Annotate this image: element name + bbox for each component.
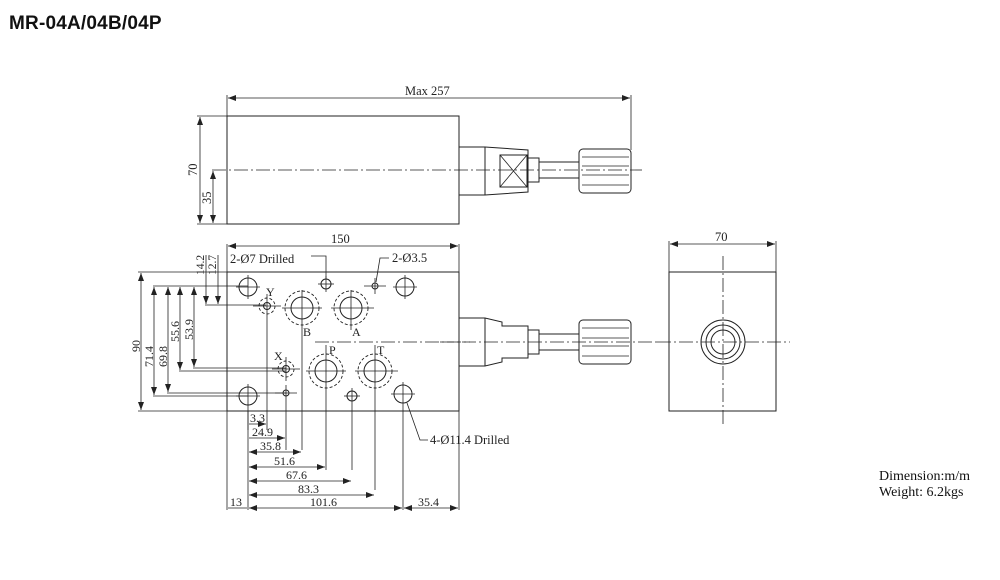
mounting-hole <box>391 382 415 510</box>
dim-14-2-label: 14.2 <box>195 255 207 275</box>
hole-3-5-label: 2-Ø3.5 <box>392 251 427 265</box>
locknut-cross <box>499 154 528 188</box>
pin-hole <box>344 388 360 470</box>
dowel-hole <box>364 278 386 294</box>
drawing-info: Dimension:m/m Weight: 6.2kgs <box>879 469 970 501</box>
drilled-7-label: 2-Ø7 Drilled <box>230 252 295 266</box>
dim-24-9-label: 24.9 <box>252 425 273 439</box>
adjuster-collar <box>527 157 540 183</box>
side-view: 70 <box>657 230 790 424</box>
dim-55-6-label: 55.6 <box>168 321 182 342</box>
port-x <box>272 357 300 381</box>
port-b <box>282 290 322 450</box>
side-width-label: 70 <box>715 230 728 244</box>
width-label: 150 <box>331 232 350 246</box>
dimension-unit: Dimension:m/m <box>879 469 970 484</box>
mounting-hole <box>393 275 417 299</box>
port-y-label: Y <box>266 285 275 299</box>
center-label: 35 <box>200 192 214 205</box>
adjuster-port-inner <box>710 329 736 355</box>
dowel-hole <box>275 385 297 450</box>
top-view: Max 257 70 35 <box>186 84 642 225</box>
dim-69-8-label: 69.8 <box>156 346 170 367</box>
dim-83-3-label: 83.3 <box>298 482 319 496</box>
dim-90-label: 90 <box>129 340 143 352</box>
valve-body-front <box>226 271 460 412</box>
knob-front <box>578 319 632 365</box>
dim-71-4-label: 71.4 <box>142 346 156 367</box>
port-y <box>253 294 281 430</box>
drilled-11-4-label: 4-Ø11.4 Drilled <box>430 433 510 447</box>
port-p-label: P <box>329 343 336 357</box>
dim-101-6-label: 101.6 <box>310 495 337 509</box>
dim-35-8-label: 35.8 <box>260 439 281 453</box>
leader-line <box>311 255 327 279</box>
adjuster-collar <box>527 329 540 355</box>
height-label: 70 <box>186 164 200 177</box>
dim-67-6-label: 67.6 <box>286 468 307 482</box>
port-t-label: T <box>377 343 385 357</box>
leader-line <box>375 257 389 283</box>
dim-12-7-label: 12.7 <box>207 255 219 275</box>
pin-hole <box>318 276 334 292</box>
front-view: 150 90 71.4 69.8 55.6 53.9 14.2 12.7 2-Ø… <box>129 232 660 511</box>
dim-53-9-label: 53.9 <box>182 319 196 340</box>
drawing-title: MR-04A/04B/04P <box>9 13 162 34</box>
dim-3-3-label: 3.3 <box>250 411 265 425</box>
port-p <box>306 345 346 470</box>
port-b-label: B <box>303 325 311 339</box>
dim-13-label: 13 <box>230 495 242 509</box>
locknut <box>499 154 528 188</box>
max-length-label: Max 257 <box>405 84 450 98</box>
port-a <box>331 290 374 330</box>
adjuster-housing <box>459 146 529 196</box>
mounting-hole <box>236 275 260 299</box>
valve-body-side <box>668 271 777 412</box>
dim-35-4-label: 35.4 <box>418 495 439 509</box>
port-x-label: X <box>274 349 283 363</box>
port-a-label: A <box>352 325 361 339</box>
port-t <box>355 345 398 490</box>
leader-line <box>406 402 428 441</box>
weight-value: Weight: 6.2kgs <box>879 485 964 500</box>
adjuster-port-middle <box>705 324 741 360</box>
dim-51-6-label: 51.6 <box>274 454 295 468</box>
adjuster-port-outer <box>700 319 746 365</box>
knob-top <box>578 148 632 194</box>
